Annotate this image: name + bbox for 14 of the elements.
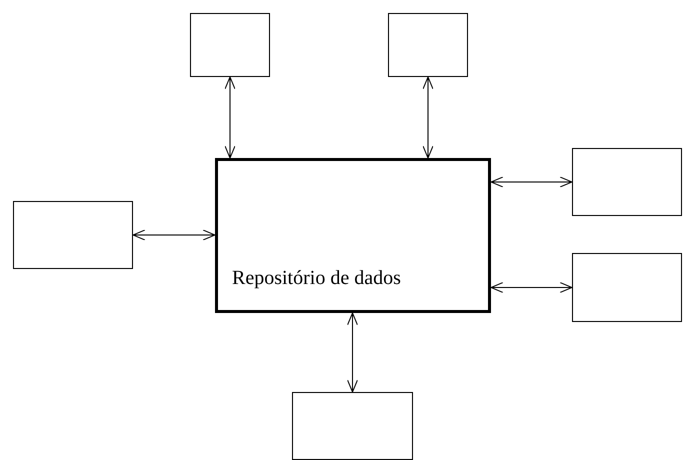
empty-box [572, 148, 682, 216]
repository-box [215, 158, 491, 313]
double-arrow [224, 76, 236, 158]
double-arrow [490, 176, 572, 188]
empty-box [572, 253, 682, 322]
empty-box [292, 392, 413, 460]
double-arrow [490, 282, 572, 293]
double-arrow [422, 76, 434, 158]
double-arrow [132, 230, 216, 240]
empty-box [190, 13, 270, 77]
double-arrow [347, 312, 358, 392]
empty-box [388, 13, 468, 77]
box-label: Repositório de dados [232, 267, 401, 290]
empty-box [13, 201, 133, 269]
